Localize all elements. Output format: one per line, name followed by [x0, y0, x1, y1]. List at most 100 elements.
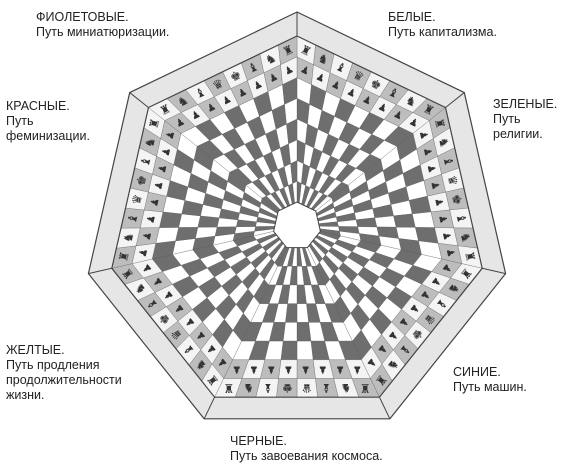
pawn-piece-icon[interactable]: ♟ [205, 101, 218, 115]
pawn-piece-icon[interactable]: ♟ [138, 247, 151, 258]
pawn-piece-icon[interactable]: ♟ [174, 116, 187, 130]
board-square[interactable] [155, 227, 179, 244]
back-rank-piece-icon[interactable]: ♜ [462, 250, 478, 264]
pawn-piece-icon[interactable]: ♟ [190, 109, 203, 123]
caption-red-line: Путь [6, 114, 34, 128]
back-rank-piece-icon[interactable]: ♝ [125, 212, 141, 226]
frame-spoke [203, 396, 216, 420]
pawn-piece-icon[interactable]: ♟ [314, 71, 327, 85]
back-rank-piece-icon[interactable]: ♝ [138, 155, 154, 169]
pawn-piece-icon[interactable]: ♟ [298, 64, 311, 78]
back-rank-piece-icon[interactable]: ♜ [146, 117, 162, 131]
pawn-piece-icon[interactable]: ♟ [221, 94, 234, 108]
pawn-piece-icon[interactable]: ♟ [391, 109, 404, 123]
back-rank-piece-icon[interactable]: ♞ [243, 381, 254, 395]
pawn-piece-icon[interactable]: ♟ [284, 364, 293, 375]
pawn-piece-icon[interactable]: ♟ [153, 180, 166, 191]
pawn-piece-icon[interactable]: ♟ [424, 163, 437, 174]
back-rank-piece-icon[interactable]: ♜ [432, 117, 448, 131]
caption-white-line: Путь капитализма. [388, 25, 497, 39]
frame-spoke [482, 267, 506, 275]
back-rank-piece-icon[interactable]: ♝ [321, 381, 332, 395]
pawn-piece-icon[interactable]: ♟ [149, 197, 162, 208]
pawn-piece-icon[interactable]: ♟ [432, 197, 445, 208]
pawn-piece-icon[interactable]: ♟ [417, 130, 430, 141]
caption-blue-name: СИНИЕ. [453, 365, 501, 379]
board-square[interactable] [412, 211, 435, 228]
pawn-piece-icon[interactable]: ♟ [161, 147, 174, 158]
back-rank-piece-icon[interactable]: ♝ [440, 155, 456, 169]
back-rank-piece-icon[interactable]: ♛ [301, 381, 312, 395]
pawn-piece-icon[interactable]: ♟ [444, 247, 457, 258]
board-square[interactable] [178, 213, 201, 228]
pawn-piece-icon[interactable]: ♟ [428, 180, 441, 191]
back-rank-piece-icon[interactable]: ♜ [223, 381, 234, 395]
pawn-piece-icon[interactable]: ♟ [421, 147, 434, 158]
pawn-piece-icon[interactable]: ♟ [376, 101, 389, 115]
back-rank-piece-icon[interactable]: ♞ [436, 136, 452, 150]
pawn-piece-icon[interactable]: ♟ [267, 364, 276, 375]
pawn-piece-icon[interactable]: ♟ [232, 364, 241, 375]
board-outline [111, 35, 483, 398]
caption-green-line: религии. [493, 127, 543, 141]
pawn-piece-icon[interactable]: ♟ [165, 130, 178, 141]
pawn-piece-icon[interactable]: ♟ [329, 79, 342, 93]
pawn-piece-icon[interactable]: ♟ [252, 79, 265, 93]
back-rank-piece-icon[interactable]: ♚ [133, 174, 149, 188]
pawn-piece-icon[interactable]: ♟ [145, 214, 158, 225]
back-rank-piece-icon[interactable]: ♚ [449, 193, 465, 207]
pawn-piece-icon[interactable]: ♟ [301, 364, 310, 375]
caption-red-name: КРАСНЫЕ. [6, 99, 70, 113]
back-rank-piece-icon[interactable]: ♛ [445, 174, 461, 188]
caption-violet: ФИОЛЕТОВЫЕ. Путь миниатюризации. [36, 10, 169, 40]
back-rank-piece-icon[interactable]: ♚ [282, 381, 293, 395]
back-rank-piece-icon[interactable]: ♝ [262, 381, 273, 395]
pawn-piece-icon[interactable]: ♟ [283, 64, 296, 78]
pawn-piece-icon[interactable]: ♟ [267, 71, 280, 85]
board-square[interactable] [296, 322, 312, 342]
caption-blue-line: Путь машин. [453, 380, 527, 394]
caption-violet-line: Путь миниатюризации. [36, 25, 170, 39]
board-center-heptagon [273, 201, 321, 249]
board-square[interactable] [296, 340, 314, 360]
caption-black: ЧЕРНЫЕ. Путь завоевания космоса. [230, 434, 383, 464]
pawn-piece-icon[interactable]: ♟ [353, 364, 362, 375]
board-square[interactable] [393, 213, 416, 228]
board-square[interactable] [280, 340, 298, 360]
caption-yellow: ЖЕЛТЫЕ. Путь продления продолжительности… [6, 343, 122, 403]
pawn-piece-icon[interactable]: ♟ [142, 231, 155, 242]
caption-green-line: Путь [493, 112, 521, 126]
caption-blue: СИНИЕ. Путь машин. [453, 365, 527, 395]
caption-violet-name: ФИОЛЕТОВЫЕ. [36, 10, 129, 24]
pawn-piece-icon[interactable]: ♟ [407, 116, 420, 130]
back-rank-piece-icon[interactable]: ♝ [453, 212, 469, 226]
caption-red-line: феминизации. [6, 129, 90, 143]
back-rank-piece-icon[interactable]: ♞ [458, 231, 474, 245]
board-square[interactable] [296, 303, 309, 323]
back-rank-piece-icon[interactable]: ♞ [340, 381, 351, 395]
back-rank-piece-icon[interactable]: ♜ [360, 381, 371, 395]
pawn-piece-icon[interactable]: ♟ [436, 214, 449, 225]
pawn-piece-icon[interactable]: ♟ [360, 94, 373, 108]
pawn-piece-icon[interactable]: ♟ [345, 86, 358, 100]
pawn-piece-icon[interactable]: ♟ [336, 364, 345, 375]
frame-spoke [88, 267, 112, 275]
back-rank-piece-icon[interactable]: ♛ [129, 193, 145, 207]
board-square[interactable] [374, 215, 397, 228]
caption-green-name: ЗЕЛЕНЫЕ. [493, 97, 558, 111]
frame-spoke [378, 396, 391, 420]
pawn-piece-icon[interactable]: ♟ [318, 364, 327, 375]
pawn-piece-icon[interactable]: ♟ [249, 364, 258, 375]
board-square[interactable] [159, 211, 182, 228]
caption-red: КРАСНЫЕ. Путь феминизации. [6, 99, 90, 144]
back-rank-piece-icon[interactable]: ♜ [116, 250, 132, 264]
pawn-piece-icon[interactable]: ♟ [440, 231, 453, 242]
caption-yellow-line: жизни. [6, 388, 45, 402]
back-rank-piece-icon[interactable]: ♞ [142, 136, 158, 150]
caption-black-line: Путь завоевания космоса. [230, 449, 383, 463]
pawn-piece-icon[interactable]: ♟ [236, 86, 249, 100]
caption-yellow-line: Путь продления [6, 358, 100, 372]
pawn-piece-icon[interactable]: ♟ [157, 163, 170, 174]
back-rank-piece-icon[interactable]: ♞ [120, 231, 136, 245]
